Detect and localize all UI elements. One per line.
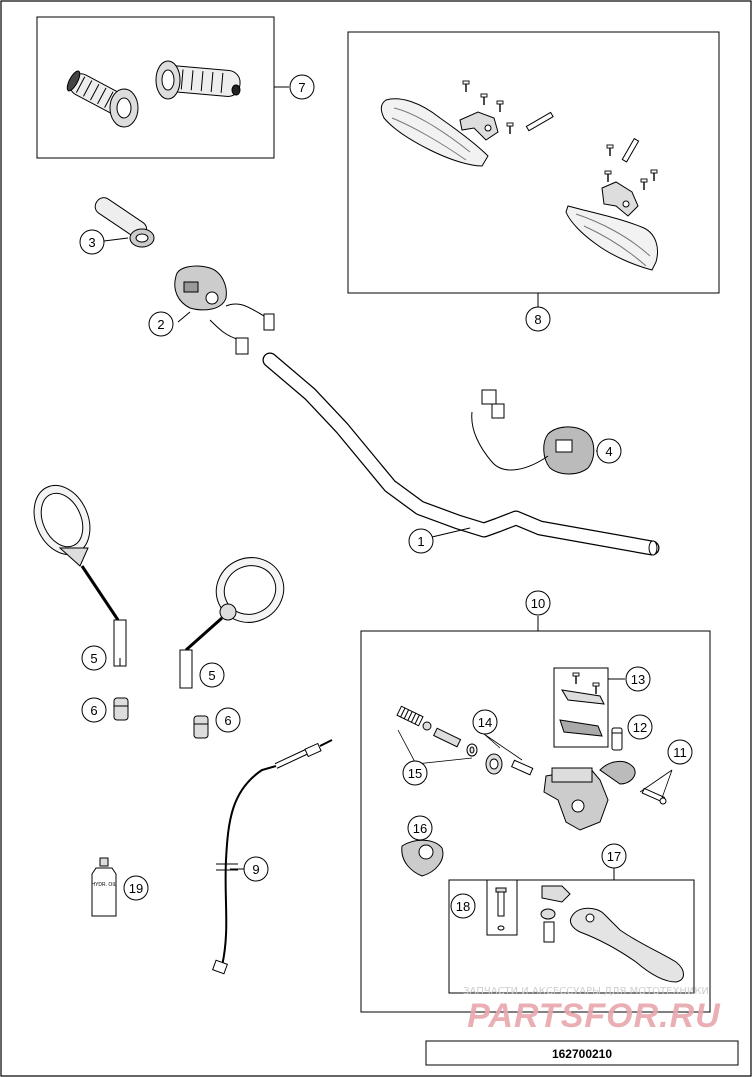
callout-17	[601, 843, 627, 869]
mirror-adapter-nut-left	[113, 697, 129, 721]
callout-5-left-label: 5	[90, 651, 97, 666]
callout-6-right	[215, 707, 241, 733]
callout-10-label: 10	[531, 596, 545, 611]
callout-4-label: 4	[605, 444, 612, 459]
handguard-hardware-right	[604, 137, 658, 191]
callout-16-label: 16	[413, 821, 427, 836]
callout-15-label: 15	[408, 766, 422, 781]
callout-15	[402, 760, 428, 786]
callout-5-right	[199, 662, 225, 688]
callout-11	[667, 739, 693, 765]
callout-1-label: 1	[417, 534, 424, 549]
callout-3-label: 3	[88, 235, 95, 250]
group-box-17	[448, 879, 695, 994]
callout-8	[525, 306, 551, 332]
reservoir-cover-parts	[559, 672, 605, 737]
handguard-bracket-right	[601, 181, 639, 217]
throttle-grip-tube	[94, 197, 155, 248]
handguard-bracket-left	[459, 111, 499, 141]
watermark-tagline: ЗАПЧАСТИ И АКСЕССУАРЫ ДЛЯ МОТОТЕХНИКИ	[463, 986, 709, 997]
mirror-right	[179, 557, 285, 689]
callout-13-label: 13	[631, 672, 645, 687]
piston-kit	[396, 705, 478, 757]
master-cylinder-body	[543, 761, 636, 831]
callout-14-label: 14	[478, 715, 492, 730]
callout-19-label: 19	[129, 881, 143, 896]
clamp-half	[401, 839, 444, 877]
pivot-bolt-and-nut	[641, 787, 667, 805]
callout-13	[625, 666, 651, 692]
clutch-cable	[212, 739, 333, 975]
callout-14	[472, 709, 498, 735]
watermark: ЗАПЧАСТИ И АКСЕССУАРЫ ДЛЯ МОТОТЕХНИКИ PA…	[463, 986, 721, 1035]
hydraulic-oil-bottle: HYDR. OIL	[91, 857, 117, 917]
callout-6-left-label: 6	[90, 703, 97, 718]
group-box-10	[360, 630, 711, 1013]
callout-18-label: 18	[456, 899, 470, 914]
callout-6-right-label: 6	[224, 713, 231, 728]
callouts: 1 2 3 4 5 5 6 6 7 8 9 10 11 12 13 14 15	[79, 74, 693, 919]
callout-12-label: 12	[633, 720, 647, 735]
mirror-left	[33, 484, 127, 667]
mirror-adapter-nut-right	[193, 715, 209, 739]
oil-bottle-label: HYDR. OIL	[91, 882, 116, 888]
callout-4	[596, 438, 622, 464]
callout-5-right-label: 5	[208, 668, 215, 683]
group-box-8	[347, 31, 720, 294]
callout-2-label: 2	[157, 317, 164, 332]
lever-bushing-parts	[540, 885, 571, 943]
adjuster-screw	[495, 887, 507, 931]
callout-16	[407, 815, 433, 841]
handlebar	[262, 352, 660, 556]
bellows-pin	[611, 727, 623, 751]
callout-2	[148, 311, 174, 337]
callout-11-label: 11	[673, 745, 687, 760]
drawing-number: 162700210	[552, 1047, 612, 1061]
callout-10	[525, 590, 551, 616]
callout-1	[408, 528, 434, 554]
group-box-18	[486, 879, 518, 936]
drawing-number-box	[425, 1040, 739, 1066]
grips-pair	[66, 60, 241, 128]
callout-7	[289, 74, 315, 100]
callout-6-left	[81, 697, 107, 723]
handguard-left	[380, 98, 489, 167]
switch-assembly-right	[471, 389, 595, 475]
callout-19	[123, 875, 149, 901]
boot-and-pushrod	[485, 753, 534, 776]
callout-8-label: 8	[534, 312, 541, 327]
callout-17-label: 17	[607, 849, 621, 864]
handguard-right	[565, 205, 658, 271]
group-box-13	[553, 667, 609, 748]
callout-12	[627, 714, 653, 740]
switch-assembly-left	[174, 265, 275, 355]
callout-18	[450, 893, 476, 919]
watermark-brand: PARTSFOR.RU	[467, 997, 721, 1035]
callout-9-label: 9	[252, 862, 259, 877]
handguard-hardware-left	[462, 80, 554, 135]
callout-3	[79, 229, 105, 255]
callout-7-label: 7	[298, 80, 305, 95]
clutch-lever	[569, 907, 684, 983]
callout-5-left	[81, 645, 107, 671]
callout-9	[243, 856, 269, 882]
